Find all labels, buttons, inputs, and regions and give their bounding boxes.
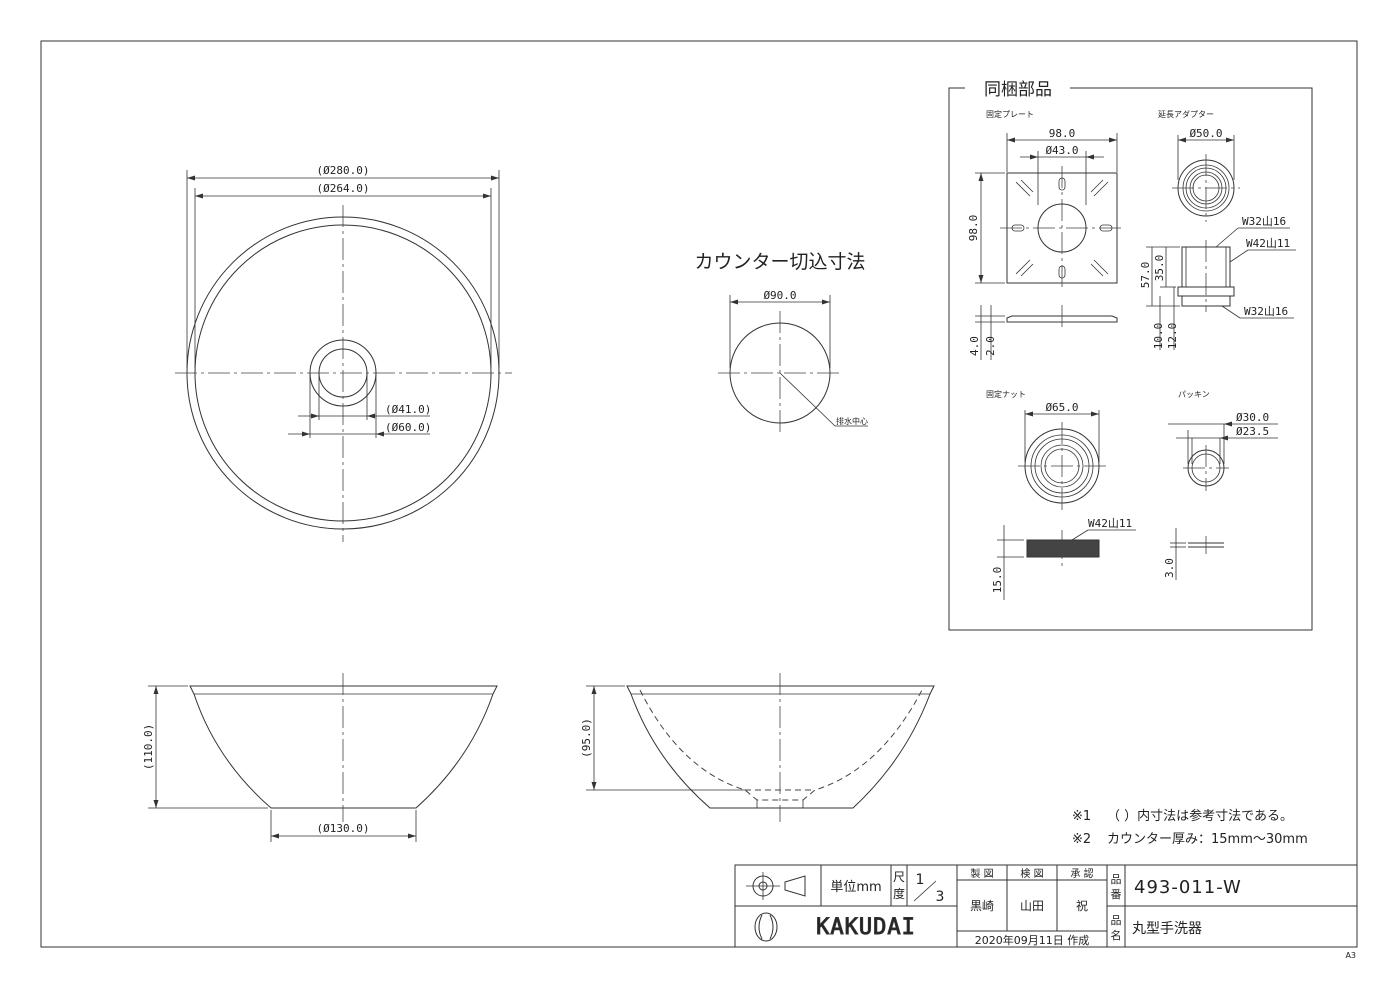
note2-mark: ※2 [1072, 832, 1091, 847]
drain-center-label: 排水中心 [836, 416, 868, 426]
approved-label: 承 認 [1070, 867, 1093, 880]
approved-name: 祝 [1076, 899, 1088, 913]
sheet-border [40, 40, 1358, 948]
nut-height: 15.0 [991, 567, 1004, 594]
dim-inner-diameter: (Ø264.0) [317, 182, 370, 195]
dim-outer-diameter: (Ø280.0) [317, 164, 370, 177]
projection-symbol-icon [746, 872, 806, 900]
adapter-thread-top: W32山16 [1242, 215, 1286, 228]
scale-denominator: 3 [936, 889, 945, 905]
adapter-thread-mid: W42山11 [1246, 237, 1290, 250]
note1-text: （ ）内寸法は参考寸法である。 [1107, 808, 1293, 824]
title-block: 単位mm 尺 度 1 3 KAKUDAI 製 図 検 図 承 認 黒崎 山田 祝… [734, 864, 1358, 948]
packing-label: パッキン [1178, 390, 1210, 399]
parts-title: 同梱部品 [984, 80, 1052, 100]
cutout-title: カウンター切込寸法 [694, 251, 865, 273]
adapter-height-low1: 10.0 [1152, 323, 1165, 350]
nut-body [1026, 539, 1100, 558]
nut-label: 固定ナット [986, 389, 1026, 399]
unit-label: 単位mm [830, 879, 881, 895]
made-by-label: 製 図 [970, 867, 993, 880]
adapter-height-upper: 35.0 [1153, 255, 1166, 282]
part-no-label-1: 品 [1111, 873, 1122, 886]
parts-box: 同梱部品 固定プレート 98.0 Ø43.0 98.0 [948, 80, 1313, 631]
plate-thickness-1: 4.0 [968, 336, 981, 356]
dim-side-base: (Ø130.0) [317, 822, 370, 835]
plate-label: 固定プレート [986, 109, 1034, 119]
packing-outer: Ø30.0 [1236, 411, 1269, 424]
dim-drain-inner: (Ø41.0) [385, 403, 431, 416]
checked-label: 検 図 [1020, 867, 1043, 880]
adapter-height-low2: 12.0 [1166, 323, 1179, 350]
part-number: 493-011-W [1134, 877, 1242, 898]
part-name-label-1: 品 [1111, 914, 1122, 927]
brand-name: KAKUDAI [816, 915, 916, 940]
adapter-label: 延長アダプター [1158, 109, 1214, 119]
side-view: (110.0) (Ø130.0) [142, 673, 498, 842]
notes: ※1 （ ）内寸法は参考寸法である。 ※2 カウンター厚み：15mm～30mm [1072, 808, 1308, 847]
scale-numerator: 1 [916, 872, 925, 888]
nut-diameter: Ø65.0 [1045, 401, 1078, 414]
nut-thread: W42山11 [1088, 517, 1132, 530]
kakudai-logo-icon [754, 912, 778, 942]
made-by-name: 黒崎 [970, 899, 994, 913]
paper-size: A3 [1345, 951, 1356, 960]
dim-drain-outer: (Ø60.0) [385, 421, 431, 434]
cutout-view: カウンター切込寸法 Ø90.0 排水中心 [694, 251, 868, 435]
adapter-thread-bottom: W32山16 [1244, 305, 1288, 318]
plate-height: 98.0 [967, 215, 980, 242]
adapter-height-total: 57.0 [1139, 262, 1152, 289]
dim-cutout: Ø90.0 [763, 289, 796, 302]
packing-inner: Ø23.5 [1236, 425, 1269, 438]
checked-name: 山田 [1020, 899, 1044, 913]
plan-view: (Ø280.0) (Ø264.0) (Ø41.0) (Ø60.0) [175, 164, 512, 542]
plate-width: 98.0 [1049, 127, 1076, 140]
plate-thickness-2: 2.0 [984, 336, 997, 356]
part-no-label-2: 番 [1111, 888, 1122, 901]
part-name: 丸型手洗器 [1132, 921, 1202, 937]
packing-thickness: 3.0 [1163, 558, 1176, 578]
dim-section-height: (95.0) [580, 718, 593, 758]
scale-label-1: 尺 [893, 870, 905, 884]
plate-hole: Ø43.0 [1045, 144, 1078, 157]
note1-mark: ※1 [1072, 809, 1091, 824]
adapter-diameter: Ø50.0 [1189, 127, 1222, 140]
dim-side-height: (110.0) [142, 724, 155, 770]
drawing-date: 2020年09月11日 作成 [975, 933, 1090, 947]
note2-text: カウンター厚み：15mm～30mm [1107, 832, 1308, 847]
section-view: (95.0) [580, 673, 935, 822]
part-name-label-2: 名 [1111, 928, 1122, 942]
scale-label-2: 度 [893, 886, 905, 901]
